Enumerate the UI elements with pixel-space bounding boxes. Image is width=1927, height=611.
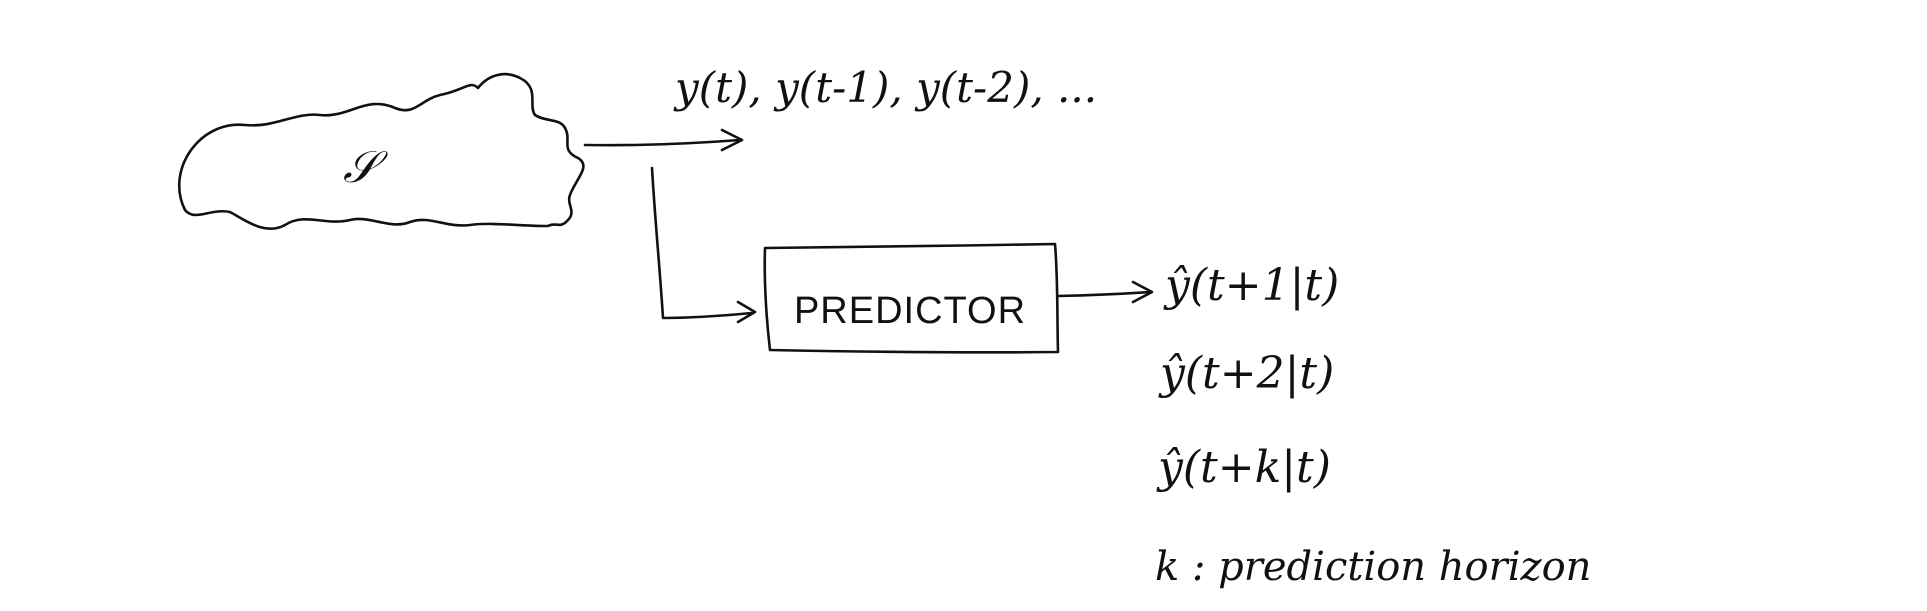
output-sequence: y(t), y(t-1), y(t-2), ... (673, 63, 1097, 112)
system-cloud-outline (178, 72, 585, 231)
horizon-note: k : prediction horizon (1155, 544, 1591, 590)
prediction-k: ŷ(t+k|t) (1156, 442, 1331, 493)
prediction-2: ŷ(t+2|t) (1158, 348, 1334, 399)
branch-arrowhead (736, 300, 757, 324)
predictor-output-arrow (1056, 290, 1152, 298)
predictor-label: PREDICTOR (794, 290, 1026, 332)
branch-line (650, 166, 754, 320)
output-arrow (583, 138, 742, 147)
output-arrowhead (720, 128, 744, 152)
predictor-output-arrowhead (1131, 280, 1154, 304)
predictor-box (763, 242, 1060, 354)
prediction-1: ŷ(t+1|t) (1163, 260, 1339, 311)
system-symbol: 𝒮 (343, 142, 388, 193)
